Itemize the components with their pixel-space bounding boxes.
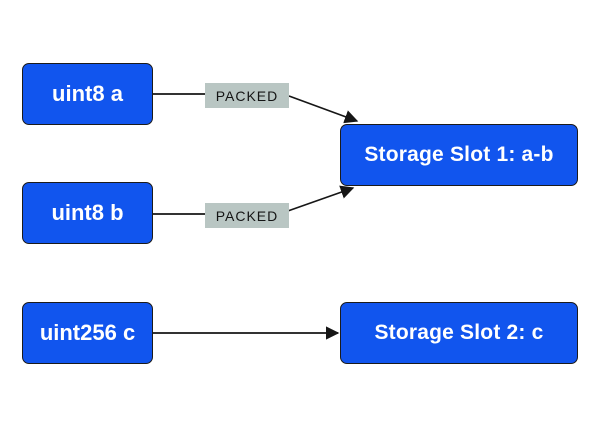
packed-label-b-text: PACKED <box>215 207 279 224</box>
edge-packed-to-slot1-top <box>288 95 359 124</box>
node-storage-slot-2: Storage Slot 2: c <box>340 302 578 364</box>
node-uint256-c-label: uint256 c <box>39 320 136 345</box>
node-uint8-a-label: uint8 a <box>52 81 123 106</box>
packed-label-b: PACKED <box>205 203 289 228</box>
packed-label-a-text: PACKED <box>215 87 279 104</box>
node-uint256-c: uint256 c <box>22 302 153 364</box>
node-uint8-b: uint8 b <box>22 182 153 244</box>
node-storage-slot-1-label: Storage Slot 1: a-b <box>364 143 554 166</box>
node-uint8-a: uint8 a <box>22 63 153 125</box>
node-uint8-b-label: uint8 b <box>51 200 124 225</box>
node-storage-slot-1: Storage Slot 1: a-b <box>340 124 578 186</box>
packed-label-a: PACKED <box>205 83 289 108</box>
edge-packed-to-slot1-bottom <box>284 185 355 213</box>
node-storage-slot-2-label: Storage Slot 2: c <box>374 321 544 344</box>
